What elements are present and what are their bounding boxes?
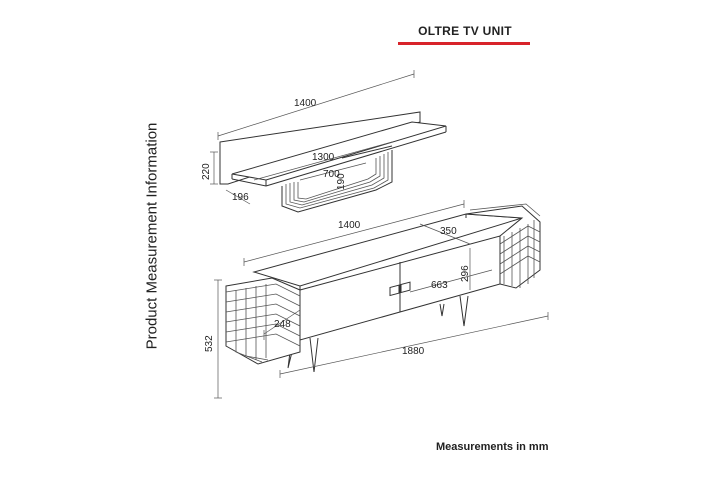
wall-shelf: 1400 1300 700 190 220 196 <box>201 70 447 213</box>
dim-side-width: 248 <box>274 319 291 330</box>
dim-total-length: 1880 <box>402 346 425 357</box>
dim-shelf-inner: 1300 <box>312 152 335 163</box>
dim-shelf-box: 700 <box>323 169 340 180</box>
dim-side-depth: 350 <box>440 226 457 237</box>
dim-door-width: 663 <box>431 280 448 291</box>
shelf-slat-box <box>281 145 393 213</box>
door-handles <box>389 281 411 297</box>
dim-shelf-height: 220 <box>201 163 212 180</box>
title-underline <box>398 42 530 45</box>
unit-left-slats <box>225 277 301 365</box>
tv-unit: 1400 350 296 663 248 1880 532 <box>204 200 549 399</box>
units-note: Measurements in mm <box>436 441 549 453</box>
dim-shelf-length: 1400 <box>294 98 317 109</box>
dim-shelf-depth: 196 <box>232 192 249 203</box>
diagram-title: OLTRE TV UNIT <box>418 24 512 38</box>
unit-legs <box>287 295 469 373</box>
dim-unit-length: 1400 <box>338 220 361 231</box>
unit-right-slats <box>465 203 541 289</box>
dim-door-height: 296 <box>460 265 471 282</box>
dim-shelf-box-height: 190 <box>336 173 347 190</box>
dim-total-height: 532 <box>204 335 215 352</box>
